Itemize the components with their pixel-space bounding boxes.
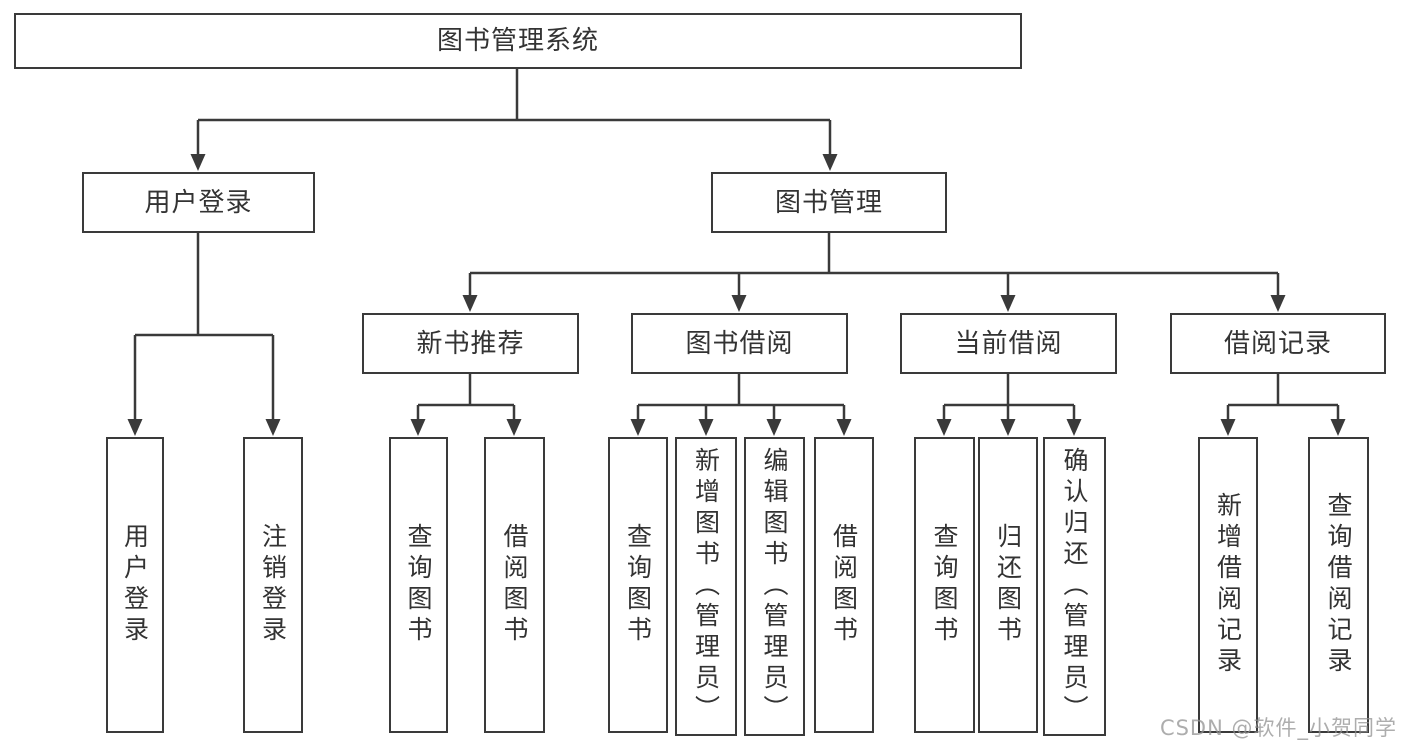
connector-new-book-children	[416, 374, 516, 423]
node-label: 用户登录	[144, 187, 253, 218]
leaf-label: 编辑图书（管理员）	[760, 447, 789, 726]
leaf-logout: 注销登录	[243, 437, 303, 733]
leaf-confirm-return-admin: 确认归还（管理员）	[1043, 437, 1106, 736]
leaf-query-books-recommend: 查询图书	[389, 437, 448, 733]
connector-root-to-level2	[196, 69, 832, 158]
leaf-add-borrow-record: 新增借阅记录	[1198, 437, 1258, 733]
leaf-label: 注销登录	[258, 523, 288, 647]
node-current-borrow: 当前借阅	[900, 313, 1117, 374]
leaf-label: 借阅图书	[829, 523, 859, 647]
leaf-edit-book-admin: 编辑图书（管理员）	[744, 437, 805, 736]
leaf-label: 查询图书	[930, 523, 959, 647]
leaf-label: 查询图书	[623, 523, 653, 647]
node-new-book-recommend: 新书推荐	[362, 313, 579, 374]
connector-book-mgmt-children	[468, 233, 1280, 299]
leaf-add-book-admin: 新增图书（管理员）	[675, 437, 737, 736]
leaf-borrow-books: 借阅图书	[814, 437, 874, 733]
connector-current-borrow-children	[942, 374, 1076, 423]
connector-borrow-records-children	[1226, 374, 1340, 423]
node-label: 当前借阅	[954, 328, 1063, 359]
node-root: 图书管理系统	[14, 13, 1022, 69]
node-borrow-records: 借阅记录	[1170, 313, 1386, 374]
node-book-borrow: 图书借阅	[631, 313, 848, 374]
node-label: 新书推荐	[416, 328, 525, 359]
leaf-user-login: 用户登录	[106, 437, 164, 733]
leaf-borrow-books-recommend: 借阅图书	[484, 437, 545, 733]
node-label: 借阅记录	[1223, 328, 1332, 359]
leaf-label: 新增借阅记录	[1213, 492, 1243, 678]
leaf-label: 借阅图书	[500, 523, 529, 647]
node-label: 图书管理系统	[436, 26, 599, 56]
leaf-label: 归还图书	[993, 523, 1023, 647]
arrowheads	[127, 154, 1346, 436]
leaf-label: 新增图书（管理员）	[691, 447, 721, 726]
leaf-label: 查询图书	[404, 523, 433, 647]
node-book-management: 图书管理	[711, 172, 947, 233]
node-user-login: 用户登录	[82, 172, 315, 233]
leaf-label: 查询借阅记录	[1324, 492, 1353, 678]
csdn-watermark: CSDN @软件_小贺同学	[1159, 716, 1397, 740]
connector-book-borrow-children	[636, 374, 846, 423]
node-label: 图书管理	[774, 187, 883, 218]
connector-user-login-children	[133, 233, 275, 423]
leaf-label: 确认归还（管理员）	[1060, 447, 1089, 726]
leaf-label: 用户登录	[120, 523, 150, 647]
leaf-query-books-borrow: 查询图书	[608, 437, 668, 733]
leaf-query-borrow-record: 查询借阅记录	[1308, 437, 1369, 733]
node-label: 图书借阅	[685, 328, 794, 359]
leaf-return-books: 归还图书	[978, 437, 1038, 733]
leaf-query-books-current: 查询图书	[914, 437, 975, 733]
